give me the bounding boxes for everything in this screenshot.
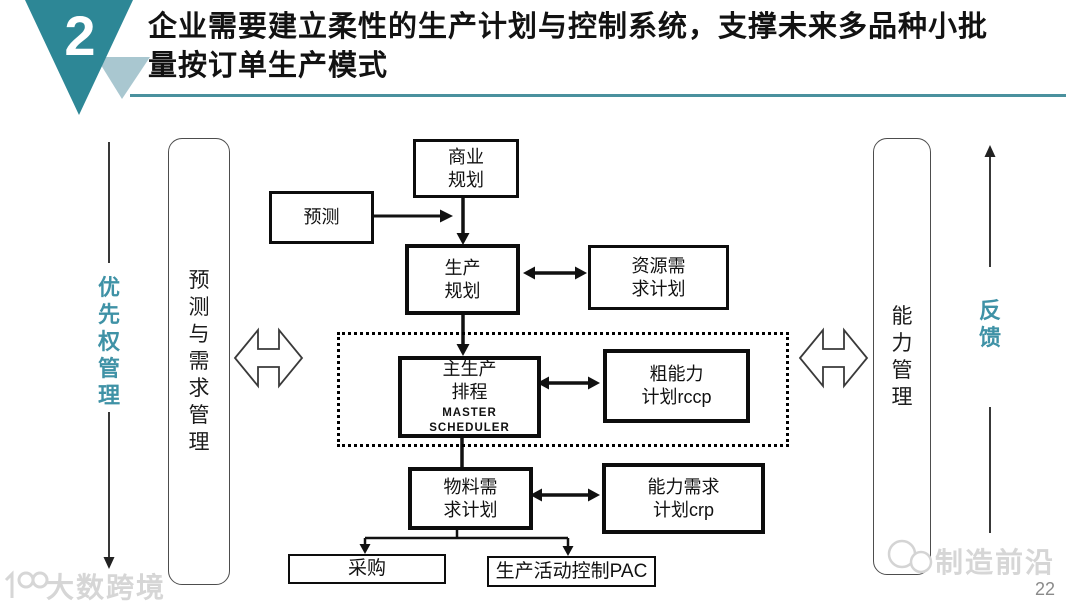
slide-title-line2: 量按订单生产模式 xyxy=(148,50,389,82)
arrowhead-left-icon xyxy=(523,266,535,280)
slide-title: 企业需要建立柔性的生产计划与控制系统，支撑未来多品种小批 量按订单生产模式 xyxy=(148,8,1063,86)
business-planning-box: 商业 规划 xyxy=(413,139,519,198)
production-planning-box: 生产 规划 xyxy=(405,244,520,315)
priority-management-label: 优先权管理 xyxy=(97,275,120,408)
arrowhead-up-icon xyxy=(984,145,996,157)
left-watermark-logo-icon xyxy=(4,570,49,598)
box-label: 排程 xyxy=(451,382,488,402)
box-label: 预测 xyxy=(303,207,340,227)
arrowhead-right-icon xyxy=(440,209,453,223)
box-sublabel: MASTER SCHEDULER xyxy=(429,407,510,434)
forecast-demand-label: 预测与需求管理 xyxy=(188,269,210,454)
left-watermark-text: 大数跨境 xyxy=(46,572,167,603)
light-triangle-icon xyxy=(96,57,150,99)
page-number: 22 xyxy=(1035,579,1056,599)
rccp-box: 粗能力 计划rccp xyxy=(603,349,750,423)
forecast-box: 预测 xyxy=(269,191,374,244)
box-label: 粗能力 xyxy=(649,364,704,384)
pac-box: 生产活动控制PAC xyxy=(487,556,656,587)
box-label: 主生产 xyxy=(442,359,497,379)
box-label: 能力需求 xyxy=(647,476,720,497)
master-scheduler-box: 主生产 排程 MASTER SCHEDULER xyxy=(398,356,541,438)
capacity-pill: 能力管理 xyxy=(873,138,931,575)
box-label: 物料需 xyxy=(443,476,498,497)
forecast-demand-pill: 预测与需求管理 xyxy=(168,138,230,585)
double-arrow-icon xyxy=(798,327,869,389)
right-watermark-text: 制造前沿 xyxy=(935,547,1056,578)
box-label: 采购 xyxy=(347,558,386,579)
box-label: 规划 xyxy=(448,169,484,190)
double-arrow-icon xyxy=(233,327,304,389)
purchase-box: 采购 xyxy=(288,554,446,584)
box-label: 计划rccp xyxy=(641,387,712,407)
box-label: 求计划 xyxy=(631,278,686,299)
box-label: 商业 xyxy=(448,146,484,167)
section-number: 2 xyxy=(64,4,96,67)
box-label: 生产活动控制PAC xyxy=(495,560,648,582)
arrowhead-right-icon xyxy=(588,488,600,502)
capacity-label: 能力管理 xyxy=(891,304,913,409)
resource-requirements-box: 资源需 求计划 xyxy=(588,245,729,310)
arrowhead-right-icon xyxy=(575,266,587,280)
box-label: 生产 xyxy=(444,257,481,278)
box-label: 计划crp xyxy=(652,499,714,520)
arrowhead-down-icon xyxy=(359,544,371,554)
box-label: 求计划 xyxy=(443,499,498,520)
feedback-label: 反馈 xyxy=(978,298,1001,350)
title-underline xyxy=(130,94,1066,97)
crp-box: 能力需求 计划crp xyxy=(602,463,765,534)
arrowhead-down-icon xyxy=(562,546,574,556)
box-label: 资源需 xyxy=(631,255,686,276)
slide-title-line1: 企业需要建立柔性的生产计划与控制系统，支撑未来多品种小批 xyxy=(148,11,989,43)
master-schedule-dotted-frame xyxy=(337,332,789,447)
box-label: 规划 xyxy=(444,280,481,301)
mrp-box: 物料需 求计划 xyxy=(408,467,533,530)
